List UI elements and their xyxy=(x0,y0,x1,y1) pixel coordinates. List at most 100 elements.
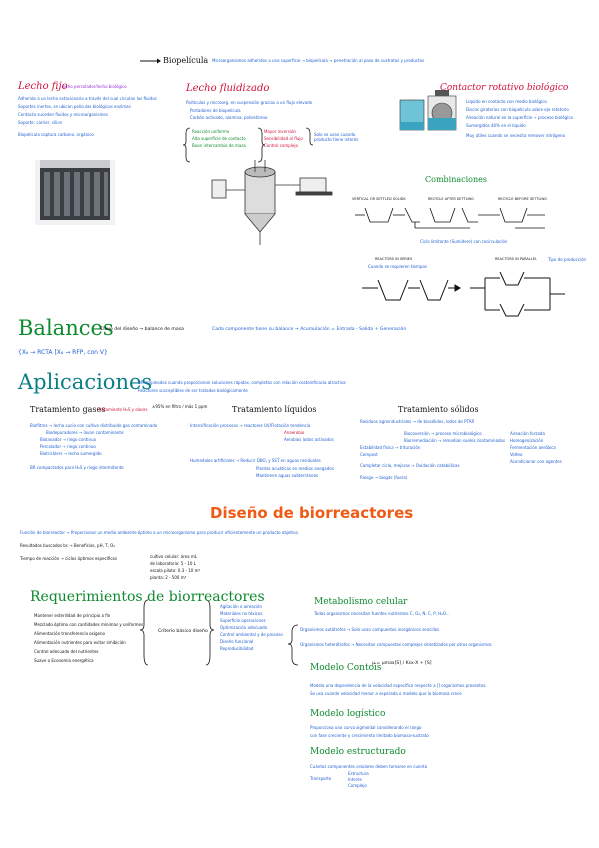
balances-line-3: {X₆ → RCTA [X₆ → RFP, con V} xyxy=(18,349,108,356)
contactor-line-5: Muy útiles cuando se necesita remover ni… xyxy=(466,133,566,138)
reactor-series-parallel xyxy=(362,271,565,317)
tratamiento-solidos-line-7: Riesgo → biogás (fuera) xyxy=(360,475,408,480)
modelo-logistico-title: Modelo logístico xyxy=(310,709,386,719)
tratamiento-gases-title: Tratamiento gases xyxy=(30,405,106,414)
lecho-fluidizado-pro-2: Alta superficie de contacto xyxy=(192,136,246,141)
diseno-item-1: cultivo celular: área mL xyxy=(150,554,197,559)
metabolismo-autotrofos: Organismos autótrofos → Solo usan compue… xyxy=(300,627,440,632)
tratamiento-liquidos-line-1: Intensificación procesos → reactores UV/… xyxy=(190,423,311,428)
tratamiento-solidos-item-4: Volteo xyxy=(510,452,523,457)
biopelicula-description: Microorganismos adheridos a una superfic… xyxy=(212,58,425,63)
tratamiento-gases-line-4: Percolador → riego continuo xyxy=(40,444,96,449)
modelo-estructurado-item-3: Interés xyxy=(348,777,362,782)
lecho-fijo-line-1: Adherido a un lecho estacionario a travé… xyxy=(18,96,157,101)
lecho-fluidizado-con-1: Mayor inversión xyxy=(264,129,296,134)
tratamiento-solidos-title: Tratamiento sólidos xyxy=(398,405,479,414)
aplicaciones-desc-1: BR empleados cuando proporcionan solucio… xyxy=(138,380,346,385)
tratamiento-gases-note: Tratamiento H₂S y olores xyxy=(98,407,148,412)
tratamiento-liquidos-line-4: Humedales artificiales → Reducir DBO, y … xyxy=(190,458,321,463)
metabolismo-line-1: Todos organismos necesitan fuentes nutri… xyxy=(314,611,450,616)
modelo-logistico-desc-2: con fase creciente y crecimiento limitad… xyxy=(310,733,429,738)
tratamiento-gases-line-6: BR compactados para H₂S y riego intermit… xyxy=(30,465,124,470)
tratamiento-solidos-item-5: Acondicionar con agentes xyxy=(510,459,562,464)
tratamiento-solidos-line-1: Residuos agroindustriales → de biosólido… xyxy=(360,419,475,424)
requerimientos-line-2: Mezclado óptimo con cantidades mínimas y… xyxy=(34,622,144,627)
combinaciones-series-note: Cuando se requieren tiempos xyxy=(368,264,427,269)
tratamiento-liquidos-line-5: Plantas acuáticas en medios anegados xyxy=(256,466,334,471)
tratamiento-solidos-line-5: Compost xyxy=(360,452,378,457)
tratamiento-liquidos-line-2: Anaerobio xyxy=(284,430,305,435)
diseno-item-2: de laboratorio: 5 - 10 L xyxy=(150,561,196,566)
tratamiento-gases-line-2: Biodepuradores → lavan contaminante xyxy=(46,430,124,435)
requerimientos-criterion-7: Reproducibilidad xyxy=(220,646,254,651)
requerimientos-line-5: Control adecuado del nutrientes xyxy=(34,649,99,654)
tratamiento-gases-line-5: Biotricklers → lecho sumergido xyxy=(40,451,102,456)
combinaciones-parallel-label: REACTORS IN PARALLEL xyxy=(495,257,537,261)
diseno-line-1: Función de biorreactor → Proporcionar un… xyxy=(20,530,298,535)
fluidized-bed-apparatus xyxy=(211,160,333,245)
lecho-fluidizado-con-3: Control complejo xyxy=(264,143,298,148)
tratamiento-liquidos-title: Tratamiento líquidos xyxy=(232,405,317,414)
requerimientos-line-3: Alimentación transferencia oxígeno xyxy=(34,631,105,636)
lecho-fluidizado-line-1: Partículas y microorg. en suspensión gra… xyxy=(186,100,313,105)
modelo-estructurado-desc: Cuántos componentes celulares deben toma… xyxy=(310,764,428,769)
requerimientos-criterion-5: Control ambiental y de proceso xyxy=(220,632,283,637)
metabolismo-title: Metabolismo celular xyxy=(314,597,408,607)
modelo-estructurado-item-4: Complejo xyxy=(348,783,367,788)
rotating-contactor-diagram xyxy=(399,90,457,131)
contactor-line-1: Líquido en contacto con medio biológico xyxy=(466,99,547,104)
lecho-fluidizado-pro-3: Buen intercambio de masa xyxy=(192,143,246,148)
contactor-title: Contactor rotativo biológico xyxy=(440,83,569,93)
diseno-line-2: Resultados buscados bc → Beneficios, pH,… xyxy=(20,543,115,548)
requerimientos-line-1: Mantener esterilidad de principio a fin xyxy=(34,613,111,618)
requerimientos-line-6: Suave o Economía energética xyxy=(34,658,94,663)
balances-line-1: Clave del diseño → balance de masa xyxy=(100,327,184,332)
tratamiento-gases-line-3: Biolavador → riego continuo xyxy=(40,437,97,442)
tratamiento-liquidos-line-3: Aerobios lodos activados xyxy=(284,437,334,442)
lecho-fluidizado-title: Lecho fluidizado xyxy=(186,83,270,94)
reactor-combination-row1 xyxy=(355,207,545,229)
modelo-contois-desc-1: Modela una dependencia de la velocidad e… xyxy=(310,683,487,688)
contactor-line-4: Sumergidos 40% en el líquido xyxy=(466,123,526,128)
lecho-fijo-line-2: Soportes inertes, se ubican películas bi… xyxy=(18,104,131,109)
balances-line-2: Cada componente tiene su balance → Acumu… xyxy=(212,327,407,332)
combinaciones-title: Combinaciones xyxy=(425,175,487,184)
contactor-line-2: Discos giratorios con biopelícula sobre … xyxy=(466,107,569,112)
diseno-item-4: planta: 2 - 500 m³ xyxy=(150,575,187,580)
braces xyxy=(139,127,314,666)
tratamiento-gases-note-2: ±95% en filtro / más 1 ppm xyxy=(152,404,208,409)
modelo-contois-desc-2: Se usa cuando velocidad menor a esperada… xyxy=(310,691,462,696)
diseno-title: Diseño de biorreactores xyxy=(210,504,414,522)
tratamiento-gases-line-1: Biofiltros → lecho sucio con cultivo dis… xyxy=(30,423,158,428)
fixed-bed-tank-photo xyxy=(35,160,115,225)
modelo-estructurado-title: Modelo estructurado xyxy=(310,747,406,757)
tratamiento-solidos-line-6: Completar ciclo, mejoras → Oxidación cat… xyxy=(360,463,460,468)
modelo-estructurado-item-1: Transporte xyxy=(310,776,332,781)
metabolismo-heterotrofos: Organismos heterótrofos → Necesitan comp… xyxy=(300,642,492,647)
combinaciones-series-label: REACTORS IN SERIES xyxy=(375,257,413,261)
combinaciones-label-1: VERTICAL OR SETTLED SOLIDS xyxy=(352,197,406,201)
requerimientos-criterion-3: Superficie operaciones xyxy=(220,618,266,623)
lecho-fijo-title: Lecho fijo xyxy=(18,81,68,92)
requerimientos-criterion-4: Optimización adecuada xyxy=(220,625,268,630)
lecho-fluidizado-note: Solo se usan cuando producto tiene inter… xyxy=(314,132,359,143)
tratamiento-solidos-item-1: Aireación forzada xyxy=(510,431,545,436)
requerimientos-line-4: Alimentación nutrientes para evitar inhi… xyxy=(34,640,126,645)
requerimientos-title: Requerimientos de biorreactores xyxy=(30,589,265,605)
lecho-fluidizado-con-2: Sensibilidad al flujo xyxy=(264,136,303,141)
tratamiento-solidos-item-2: Homogenización xyxy=(510,438,544,443)
requerimientos-criterion-2: Materiales no tóxicos xyxy=(220,611,263,616)
combinaciones-note: Ciclo limitante (Sumidero) con recircula… xyxy=(420,239,508,244)
lecho-fluidizado-line-3: Carbón activado, alúmina, poliestireno xyxy=(190,115,268,120)
lecho-fijo-line-5: Biopelícula captura carbono, orgánico xyxy=(18,132,94,137)
lecho-fluidizado-line-2: Portadores de biopelícula xyxy=(190,108,241,113)
tratamiento-solidos-item-3: Fermentación aeróbica xyxy=(510,445,556,450)
diseno-line-3: Tiempo de reacción → ciclos óptimos espe… xyxy=(20,556,118,561)
combinaciones-parallel-note: Tipo de producción xyxy=(548,257,587,262)
modelo-contois-title: Modelo Contois xyxy=(310,663,382,673)
lecho-fluidizado-pro-1: Reacción uniforme xyxy=(192,129,230,134)
requerimientos-criterion-1: Agitación o aireación xyxy=(220,604,263,609)
modelo-logistico-desc-1: Proporciona una curva sigmoidal consider… xyxy=(310,725,422,730)
requerimientos-criteria-label: Criterio básico diseño xyxy=(158,629,208,634)
